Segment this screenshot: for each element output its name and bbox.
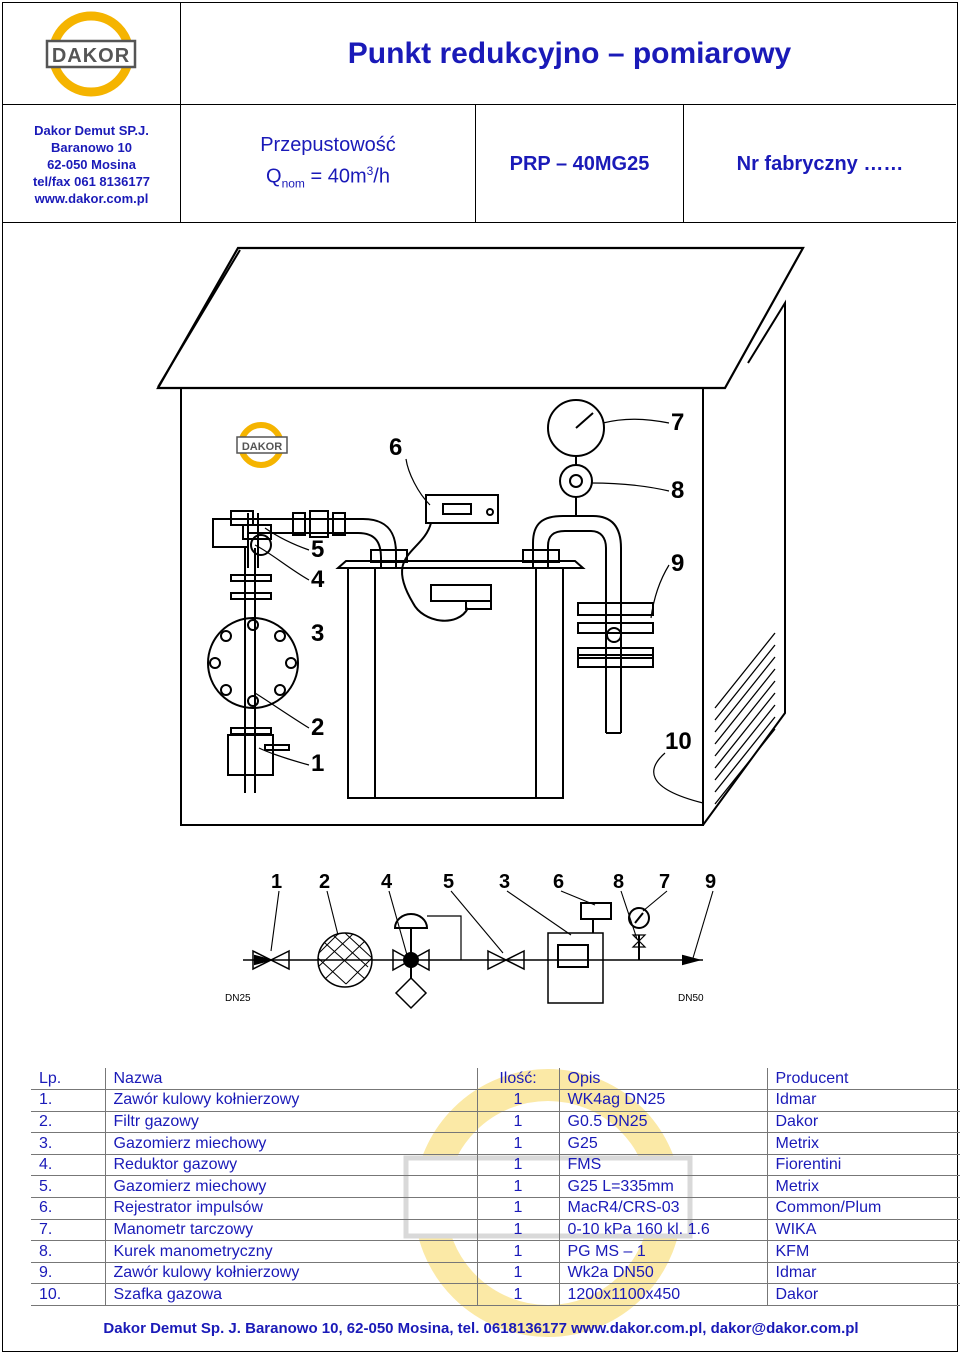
callout-7: 7	[671, 409, 684, 436]
schematic-callout-6: 6	[553, 871, 564, 893]
inlet-piping	[212, 510, 408, 568]
callout-2: 2	[311, 714, 324, 741]
page-footer: Dakor Demut Sp. J. Baranowo 10, 62-050 M…	[103, 1320, 859, 1337]
schematic-callout-4: 4	[381, 871, 393, 893]
header-ilosc: Ilość:	[477, 1068, 560, 1091]
parts-table: Lp. Nazwa Ilość: Opis Producent 1.Zawór …	[31, 1068, 960, 1307]
gas-meter	[335, 560, 586, 799]
callout-5: 5	[311, 536, 324, 563]
outlet-valve	[577, 602, 654, 668]
flow-schematic: 1 2 4 5 3 6 8 7 9	[225, 871, 716, 1010]
schematic-callout-8: 8	[613, 871, 624, 893]
company-name: Dakor Demut SP.J.	[34, 122, 149, 138]
callout-6: 6	[389, 434, 402, 461]
callout-10: 10	[665, 728, 692, 755]
schematic-callout-7: 7	[659, 871, 670, 893]
schematic-callout-3: 3	[499, 871, 510, 893]
technical-drawing: DAKOR	[3, 223, 956, 1068]
inlet-label: DN25	[225, 993, 251, 1004]
logo-text: DAKOR	[52, 45, 130, 67]
schematic-callout-5: 5	[443, 871, 454, 893]
serial-number: Nr fabryczny ……	[736, 152, 904, 175]
callout-9: 9	[671, 550, 684, 577]
schematic-callout-2: 2	[319, 871, 330, 893]
outlet-piping	[522, 515, 622, 734]
pressure-gauge	[547, 399, 605, 516]
flow-label: Przepustowość	[260, 133, 396, 156]
callout-1: 1	[311, 750, 324, 777]
header-lp: Lp.	[31, 1068, 106, 1091]
header-info-row: Dakor Demut SP.J. Baranowo 10 62-050 Mos…	[3, 105, 956, 223]
cabinet-body	[180, 299, 786, 826]
callout-8: 8	[671, 477, 684, 504]
leader-lines	[254, 418, 704, 804]
model-number: PRP – 40MG25	[476, 105, 684, 223]
header-producent: Producent	[767, 1068, 960, 1091]
parts-table-header: Lp. Nazwa Ilość: Opis Producent	[31, 1068, 960, 1091]
cabinet-logo-text: DAKOR	[242, 441, 282, 453]
callout-4: 4	[311, 566, 325, 593]
flow-capacity: Przepustowość Qnom = 40m3/h	[181, 105, 476, 223]
dakor-logo: DAKOR	[3, 3, 181, 105]
header-opis: Opis	[559, 1068, 768, 1091]
callout-3: 3	[311, 620, 324, 647]
drawing-callouts: 1 2 3 4 5 6 7 8 9 10	[311, 409, 692, 777]
company-address: Dakor Demut SP.J. Baranowo 10 62-050 Mos…	[3, 105, 181, 223]
impulse-recorder	[401, 494, 499, 622]
flow-value: Qnom = 40m3/h	[266, 163, 390, 191]
cabinet-roof	[156, 246, 805, 390]
company-street: Baranowo 10	[51, 139, 132, 155]
company-city: 62-050 Mosina	[47, 156, 136, 172]
page-title: Punkt redukcyjno – pomiarowy	[347, 37, 792, 70]
schematic-callout-1: 1	[271, 871, 282, 893]
cabinet-logo: DAKOR	[236, 422, 288, 468]
schematic-callout-9: 9	[705, 871, 716, 893]
filter-assembly	[207, 548, 299, 793]
header-top-row: DAKOR Punkt redukcyjno – pomiarowy	[3, 3, 956, 105]
header-nazwa: Nazwa	[105, 1068, 478, 1091]
company-web: www.dakor.com.pl	[34, 190, 149, 206]
outlet-label: DN50	[678, 993, 704, 1004]
company-phone: tel/fax 061 8136177	[32, 173, 151, 189]
